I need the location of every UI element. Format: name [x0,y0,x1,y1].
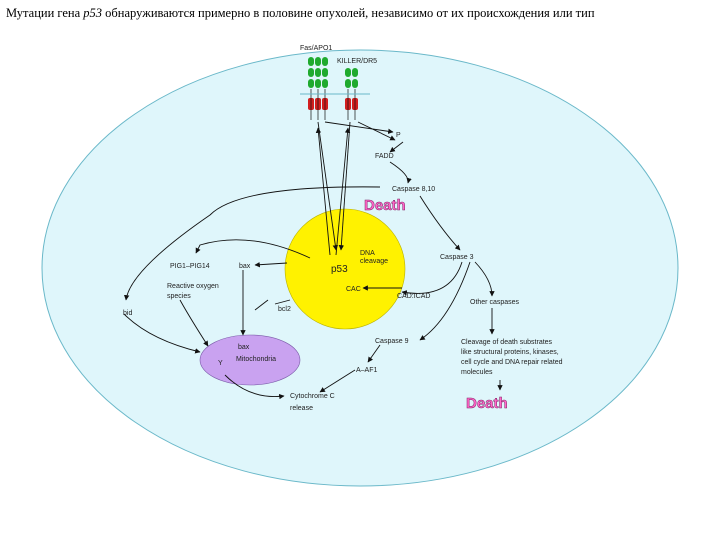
bid-label: bid [123,310,132,317]
ros-label-1: Reactive oxygen [167,283,219,290]
fadd-p-label: P [396,132,401,139]
caspase9-label: Caspase 9 [375,338,409,345]
fas-label: Fas/APO1 [300,45,332,52]
mito-y-label: Y [218,360,223,367]
cac-label: CAC [346,286,361,293]
death-label-top: Death [364,197,406,214]
fas-receptor [308,57,328,120]
mito-bax-label: bax [238,344,250,351]
bax-label: bax [239,263,251,270]
p53-label: p53 [331,264,348,275]
cad-label: CAD:ICAD [397,293,430,300]
cleavage-line-3: cell cycle and DNA repair related [461,359,563,366]
apaf-label: A–AF1 [356,367,378,374]
cytochrome-label-2: release [290,405,313,412]
nucleus [284,208,406,330]
caspase3-label: Caspase 3 [440,254,474,261]
pig-label: PIG1–PIG14 [170,263,210,270]
fadd-label: FADD [375,153,394,160]
cleavage-line-2: like structural proteins, kinases, [461,349,559,356]
mitochondrion [199,334,301,386]
caption-text-1: Мутации гена [6,6,84,20]
cleavage-line-1: Cleavage of death substrates [461,339,553,346]
caspase810-label: Caspase 8,10 [392,186,435,193]
other-caspases-label: Other caspases [470,299,520,306]
mito-name-label: Mitochondria [236,356,276,363]
slide-caption: Мутации гена p53 обнаруживаются примерно… [6,6,720,21]
cleavage-line-4: molecules [461,369,493,376]
death-label-bottom: Death [466,395,508,412]
bcl2-label: bcl2 [278,306,291,313]
cytochrome-label-1: Cytochrome C [290,393,335,400]
caption-text-2: обнаруживаются примерно в половине опухо… [102,6,595,20]
caption-gene: p53 [83,6,103,20]
cleavage-label: cleavage [360,258,388,265]
ros-label-2: species [167,293,191,300]
pathway-arrows [123,121,503,400]
killer-label: KILLER/DR5 [337,58,377,65]
dna-label: DNA [360,250,375,257]
